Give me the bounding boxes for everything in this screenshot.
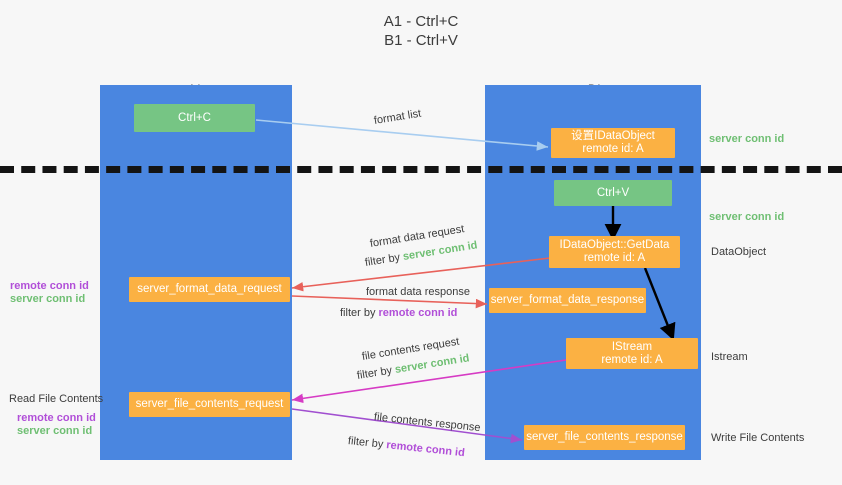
box-server-file-contents-request-label: server_file_contents_request [135, 398, 284, 410]
right-label-server-conn-id-mid: server conn id [709, 211, 785, 223]
left-label-read-file-contents: Read File Contents [9, 393, 104, 405]
filter-prefix: filter by [340, 307, 379, 319]
label-format-data-response: format data response [366, 286, 470, 298]
right-label-write-file-contents: Write File Contents [711, 432, 805, 444]
box-set-data-object[interactable]: 设置IDataObject remote id: A [551, 128, 675, 158]
box-istream[interactable]: IStream remote id: A [566, 338, 698, 369]
box-idataobject-getdata[interactable]: IDataObject::GetData remote id: A [549, 236, 680, 268]
box-ctrl-v-label: Ctrl+V [596, 186, 630, 199]
box-ctrl-c-label: Ctrl+C [178, 111, 211, 124]
label-file-contents-response-filter: filter by remote conn id [347, 434, 465, 460]
box-getdata-line2: remote id: A [583, 252, 646, 264]
left-label-remote-conn-id-1: remote conn id [10, 280, 89, 292]
left-label-server-conn-id-1: server conn id [10, 293, 86, 305]
box-istream-line1: IStream [611, 340, 653, 353]
filter-value-remote-conn-id: remote conn id [385, 439, 466, 460]
filter-prefix: filter by [364, 251, 404, 269]
filter-prefix: filter by [356, 364, 396, 382]
box-istream-line2: remote id: A [601, 353, 663, 366]
box-server-file-contents-response[interactable]: server_file_contents_response [524, 425, 685, 450]
box-server-format-data-response[interactable]: server_format_data_response [489, 288, 646, 313]
filter-value-remote-conn-id: remote conn id [378, 307, 458, 319]
box-set-data-object-line1: 设置IDataObject [571, 130, 655, 142]
filter-prefix: filter by [347, 435, 387, 451]
box-set-data-object-line2: remote id: A [582, 143, 644, 155]
right-label-server-conn-id-top: server conn id [709, 133, 785, 145]
box-ctrl-c[interactable]: Ctrl+C [134, 104, 255, 132]
phase-divider [0, 166, 842, 173]
label-format-list: format list [373, 107, 423, 127]
box-ctrl-v[interactable]: Ctrl+V [554, 180, 672, 206]
right-label-data-object: DataObject [711, 246, 767, 258]
label-format-data-response-filter: filter by remote conn id [340, 306, 457, 320]
left-label-remote-conn-id-2: remote conn id [17, 412, 96, 424]
box-server-format-data-request-label: server_format_data_request [137, 283, 282, 295]
box-server-format-data-request[interactable]: server_format_data_request [129, 277, 290, 302]
box-getdata-line1: IDataObject::GetData [559, 239, 670, 251]
right-label-istream: Istream [711, 351, 748, 363]
left-label-server-conn-id-2: server conn id [17, 425, 93, 437]
box-server-file-contents-request[interactable]: server_file_contents_request [129, 392, 290, 417]
box-server-file-contents-response-label: server_file_contents_response [526, 431, 683, 443]
box-server-format-data-response-label: server_format_data_response [490, 294, 645, 306]
page-title: A1 - Ctrl+C B1 - Ctrl+V [383, 13, 459, 49]
label-file-contents-response: file contents response [373, 411, 482, 435]
